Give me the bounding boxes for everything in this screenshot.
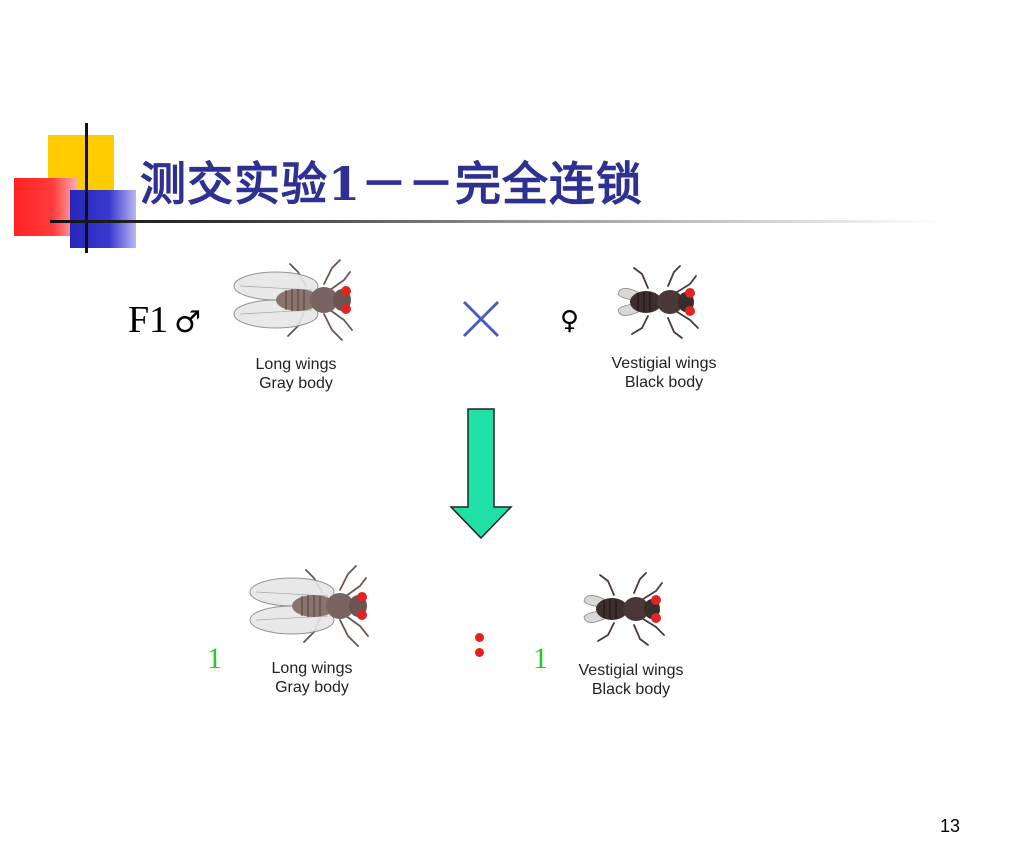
male-parent-caption: Long wings Gray body xyxy=(221,355,371,393)
fruit-fly-long-wings-icon xyxy=(233,259,353,341)
male-parent-body: Gray body xyxy=(259,375,333,392)
female-parent-wings: Vestigial wings xyxy=(611,355,717,372)
female-symbol: ♀ xyxy=(560,306,580,336)
fruit-fly-vestigial-wings-icon xyxy=(583,572,665,646)
fruit-fly-vestigial-wings-icon xyxy=(617,265,699,339)
female-parent-body: Black body xyxy=(624,374,704,391)
f1-text: F1 xyxy=(128,299,169,341)
offspring-right-ratio: 1 xyxy=(533,642,548,675)
cross-icon xyxy=(462,300,500,338)
title-decoration-blue-square xyxy=(70,190,136,248)
male-symbol: ♂ xyxy=(174,305,202,340)
ratio-colon xyxy=(472,630,486,660)
offspring-left-wings: Long wings xyxy=(271,660,353,677)
page-number: 13 xyxy=(940,816,961,836)
fruit-fly-long-wings-icon xyxy=(249,565,369,647)
offspring-right-caption: Vestigial wings Black body xyxy=(556,661,706,699)
offspring-left-body: Gray body xyxy=(275,679,349,696)
slide-title: 测交实验1－－完全连锁 xyxy=(140,157,644,211)
title-decoration-vertical-line xyxy=(85,123,88,253)
male-parent-wings: Long wings xyxy=(255,356,337,373)
title-underline xyxy=(50,220,940,223)
female-parent-caption: Vestigial wings Black body xyxy=(589,354,739,392)
title-decoration-red-square xyxy=(14,178,78,236)
f1-label: F1♂ xyxy=(128,298,201,342)
offspring-left-caption: Long wings Gray body xyxy=(237,659,387,697)
arrow-down-icon xyxy=(449,408,513,540)
offspring-right-body: Black body xyxy=(591,681,671,698)
offspring-left-ratio: 1 xyxy=(207,642,222,675)
offspring-right-wings: Vestigial wings xyxy=(578,662,684,679)
